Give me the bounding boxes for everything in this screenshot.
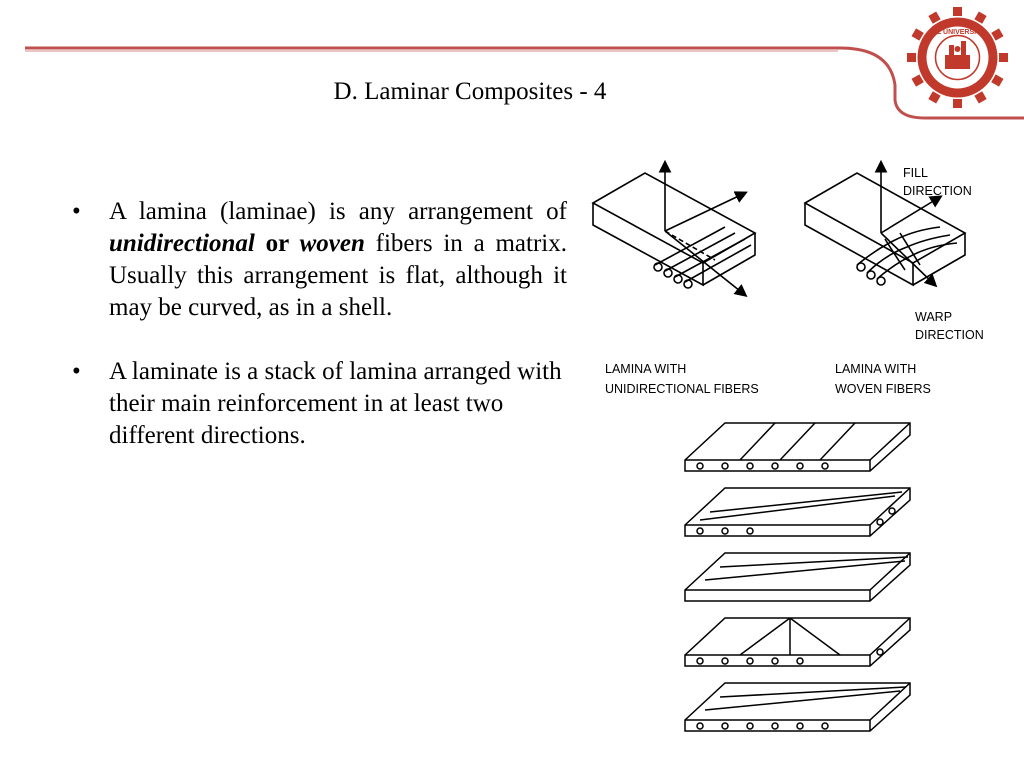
bullet-text: A lamina (laminae) is any arrangement of bbox=[109, 198, 567, 225]
warp-label: WARP bbox=[915, 310, 952, 324]
bullet-item: • A lamina (laminae) is any arrangement … bbox=[72, 196, 567, 324]
header-accent-line bbox=[25, 46, 1024, 120]
logo-text: K L UNIVERSITY bbox=[930, 29, 985, 36]
stack-layer bbox=[684, 422, 911, 472]
caption-woven-2: WOVEN FIBERS bbox=[835, 382, 931, 396]
term-conjunction: or bbox=[254, 230, 300, 257]
woven-lamina bbox=[803, 159, 967, 288]
caption-woven-1: LAMINA WITH bbox=[835, 362, 916, 376]
bullet-marker: • bbox=[72, 358, 81, 385]
fill-direction-label: DIRECTION bbox=[903, 184, 972, 198]
university-logo: K L UNIVERSITY bbox=[907, 7, 1008, 108]
caption-unidirectional-1: LAMINA WITH bbox=[605, 362, 686, 376]
caption-unidirectional-2: UNIDIRECTIONAL FIBERS bbox=[605, 382, 759, 396]
warp-direction-label: DIRECTION bbox=[915, 328, 984, 342]
lamina-diagram: FILL DIRECTION WARP DIRECTION LAMINA WIT… bbox=[591, 159, 984, 396]
term-unidirectional: unidirectional bbox=[109, 230, 255, 257]
stack-layer bbox=[684, 682, 911, 732]
unidirectional-lamina bbox=[591, 159, 757, 297]
laminate-stack-diagram bbox=[684, 422, 911, 732]
fill-label: FILL bbox=[903, 166, 928, 180]
slide-title: D. Laminar Composites - 4 bbox=[333, 78, 607, 105]
stack-layer bbox=[684, 552, 911, 602]
bullet-text-end: fibers in a matrix. Usually this arrange… bbox=[109, 230, 567, 321]
stack-layer bbox=[684, 487, 911, 537]
bullet-text: A laminate is a stack of lamina arranged… bbox=[109, 358, 562, 449]
bullet-list: • A lamina (laminae) is any arrangement … bbox=[72, 196, 567, 484]
term-woven: woven bbox=[299, 230, 365, 257]
bullet-item: • A laminate is a stack of lamina arrang… bbox=[72, 356, 567, 452]
bullet-marker: • bbox=[72, 198, 81, 225]
stack-layer bbox=[684, 617, 911, 667]
